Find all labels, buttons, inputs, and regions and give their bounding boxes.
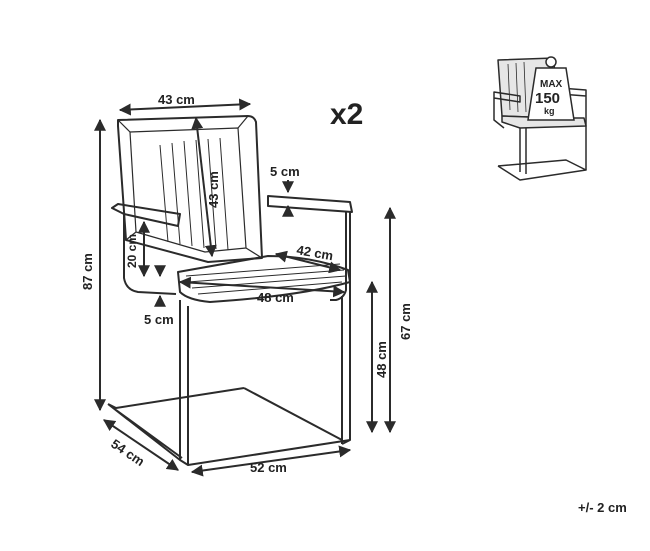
tolerance-note: +/- 2 cm — [578, 500, 627, 515]
seat-depth-label: 42 cm — [295, 242, 334, 263]
seat-height-label: 48 cm — [374, 341, 389, 378]
width-arrow — [190, 445, 352, 477]
depth-arrow — [103, 419, 179, 471]
seat-thickness-label: 5 cm — [144, 312, 174, 327]
backrest-height-label: 43 cm — [206, 171, 221, 208]
backrest-width-label: 43 cm — [158, 92, 195, 107]
seat-width-label: 48 cm — [257, 290, 294, 305]
dimension-arrows — [94, 98, 396, 477]
depth-label: 54 cm — [108, 436, 147, 469]
armrest-height-label: 20 cm — [125, 234, 139, 268]
weight-icon — [527, 67, 575, 121]
base-frame — [107, 387, 351, 466]
quantity-label: x2 — [330, 98, 363, 131]
right-armrest — [267, 195, 353, 213]
max-load-line3: kg — [544, 106, 555, 116]
seat-stitching — [185, 263, 347, 295]
armrest-floor-height-label: 67 cm — [398, 303, 413, 340]
max-load-badge: MAX 150 kg — [527, 56, 575, 121]
armrest-thickness-label: 5 cm — [270, 164, 300, 179]
dimension-labels: 43 cm 43 cm 5 cm 20 cm 42 cm 48 cm 5 cm … — [80, 92, 413, 475]
backrest-inner — [129, 127, 247, 253]
seat-width-arrow — [178, 276, 346, 298]
backrest — [117, 115, 263, 263]
left-armrest — [111, 203, 181, 227]
seat-depth-arrow — [274, 250, 342, 274]
width-label: 52 cm — [250, 460, 287, 475]
max-load-line1: MAX — [540, 79, 563, 90]
backrest-width-arrow — [118, 98, 252, 116]
max-load-line2: 150 — [535, 90, 560, 107]
frame-left — [179, 300, 189, 465]
total-height-label: 87 cm — [80, 253, 95, 290]
backrest-height-arrow — [191, 116, 217, 258]
